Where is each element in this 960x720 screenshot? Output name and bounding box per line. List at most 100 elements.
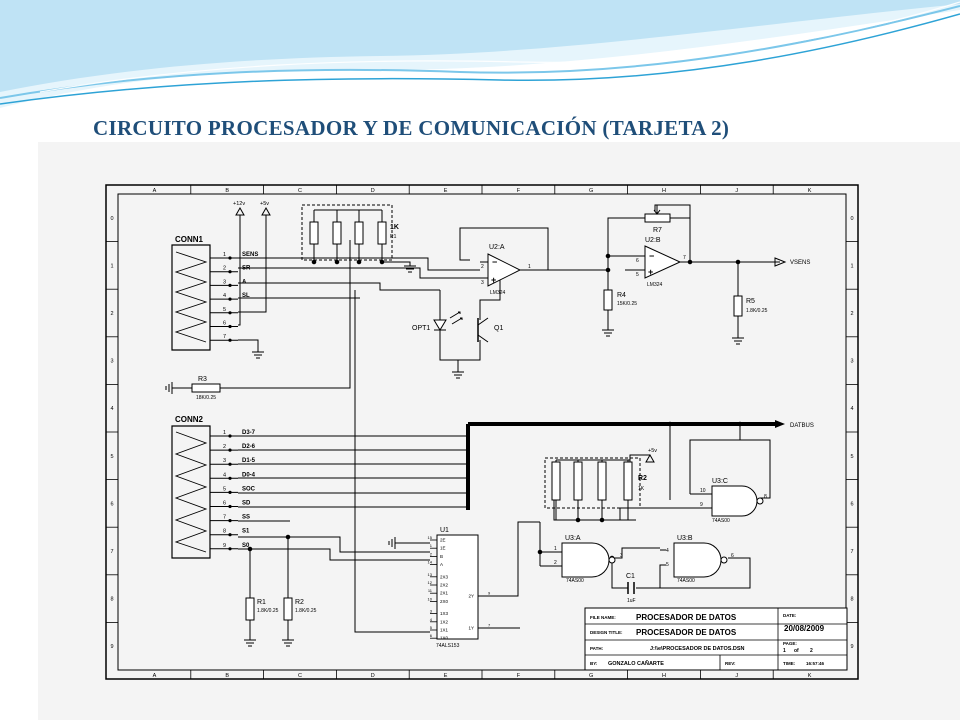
svg-text:−: −	[492, 257, 497, 267]
frame-col-label: H	[662, 188, 666, 194]
svg-text:R2: R2	[638, 475, 647, 482]
ground-symbols	[165, 253, 744, 647]
u1-pin-number: 9	[488, 591, 491, 596]
power-5v-b: +5v	[645, 448, 657, 463]
u1-pin-name: 2X1	[440, 591, 449, 596]
u1-pin-number: 6	[430, 633, 433, 638]
conn1-pin-number: 6	[223, 321, 226, 327]
frame-col-label: B	[225, 673, 229, 679]
power-5v-a: +5v	[260, 201, 271, 225]
u1-pin-number: 7	[488, 623, 491, 628]
svg-text:U3:A: U3:A	[565, 535, 581, 542]
u1-pin-name: 2X3	[440, 574, 449, 579]
frame-row-label: 4	[850, 406, 853, 412]
ground-icon	[244, 639, 256, 647]
junction-dot	[735, 259, 741, 265]
ground-icon	[732, 337, 744, 345]
svg-text:1.8K/0.25: 1.8K/0.25	[257, 608, 279, 614]
ground-icon	[602, 329, 614, 337]
svg-text:3: 3	[620, 553, 623, 559]
conn1-signal-label: SENS	[242, 252, 258, 258]
frame-row-label: 1	[110, 263, 113, 269]
u1-pin-name: 1Y	[468, 626, 474, 631]
svg-text:R1: R1	[390, 234, 397, 240]
frame-row-label: 2	[110, 311, 113, 317]
conn2-signal-label: SOC	[242, 486, 256, 492]
optocoupler: OPT1 Q1	[412, 311, 503, 343]
conn1-pin-number: 1	[223, 252, 226, 258]
svg-text:15K/0.25: 15K/0.25	[617, 301, 637, 307]
frame-row-label: 6	[110, 501, 113, 507]
conn1: CONN1	[171, 235, 211, 351]
svg-text:REV:: REV:	[725, 661, 736, 666]
junction-dot	[537, 549, 543, 555]
conn2-pin-number: 9	[223, 543, 226, 549]
conn2-signal-label: SS	[242, 515, 250, 521]
frame-col-label: A	[153, 188, 157, 194]
frame-row-label: 0	[110, 216, 113, 222]
frame-row-label: 4	[110, 406, 113, 412]
junction-dot	[379, 259, 385, 265]
conn1-pin-number: 2	[223, 266, 226, 272]
conn2-signal-label: D0-4	[242, 472, 256, 478]
resistor-network-2: R2 1K	[544, 457, 647, 509]
conn1-signal-label: SR	[242, 266, 251, 272]
u1-pin-name: 1X3	[440, 611, 449, 616]
u1-pin-number: 12	[428, 580, 433, 585]
frame-col-label: E	[444, 188, 448, 194]
conn1-label: CONN1	[175, 235, 204, 244]
frame-row-label: 3	[110, 359, 113, 365]
datbus-arrow	[775, 420, 785, 428]
u1-pin-number: 1	[430, 543, 433, 548]
svg-text:LM324: LM324	[647, 282, 663, 288]
ground-icon	[388, 537, 396, 549]
conn2-pin-number: 4	[223, 472, 226, 478]
svg-text:OPT1: OPT1	[412, 325, 430, 332]
svg-text:18K/0.25: 18K/0.25	[196, 395, 216, 401]
frame-col-label: F	[517, 188, 521, 194]
frame-row-label: 8	[850, 597, 853, 603]
junction-dot	[311, 259, 317, 265]
svg-text:+: +	[648, 267, 653, 277]
u1-pin-name: B	[440, 554, 443, 559]
frame-row-label: 9	[110, 644, 113, 650]
u1-pin-number: 4	[430, 617, 433, 622]
conn1-pin-number: 7	[223, 334, 226, 340]
svg-text:FILE NAME:: FILE NAME:	[590, 615, 616, 620]
frame-row-label: 1	[850, 263, 853, 269]
svg-text:DATE:: DATE:	[783, 613, 797, 618]
junction-dot	[575, 517, 581, 523]
svg-text:2: 2	[481, 264, 484, 270]
junction-dot	[687, 259, 693, 265]
resistor-r5: R5 1.8K/0.25	[733, 295, 768, 317]
ground-icon	[252, 351, 264, 359]
svg-text:4: 4	[666, 548, 669, 554]
svg-text:R1: R1	[257, 599, 266, 606]
frame-row-label: 7	[850, 549, 853, 555]
resistor-r2: R2 1.8K/0.25	[283, 597, 317, 621]
u1-pin-name: 2X2	[440, 583, 449, 588]
resistor-r7: R7	[644, 205, 671, 234]
svg-text:U3:B: U3:B	[677, 535, 693, 542]
u1-pin-name: 1X0	[440, 636, 449, 641]
junction-dot	[667, 421, 673, 427]
svg-text:PAGE:: PAGE:	[783, 641, 797, 646]
svg-text:1.8K/0.25: 1.8K/0.25	[295, 608, 317, 614]
u1-pin-name: 2X0	[440, 599, 449, 604]
svg-text:1: 1	[528, 264, 531, 270]
svg-text:PATH:: PATH:	[590, 646, 604, 651]
svg-text:74AS00: 74AS00	[677, 578, 695, 584]
resistor-network-1: 1K R1	[301, 204, 399, 261]
frame-ticks	[106, 185, 858, 679]
conn2-pin-number: 5	[223, 486, 226, 492]
conn2-signal-label: SD	[242, 501, 251, 507]
nand-u3b: U3:B 74AS00 4 5 6	[666, 535, 734, 584]
conn2-pin-number: 7	[223, 515, 226, 521]
frame-col-label: H	[662, 673, 666, 679]
junction-dot	[599, 517, 605, 523]
svg-text:R4: R4	[617, 292, 626, 299]
svg-text:LM324: LM324	[490, 290, 506, 296]
conn1-pin-number: 4	[223, 293, 226, 299]
conn2-signal-label: S0	[242, 543, 250, 549]
